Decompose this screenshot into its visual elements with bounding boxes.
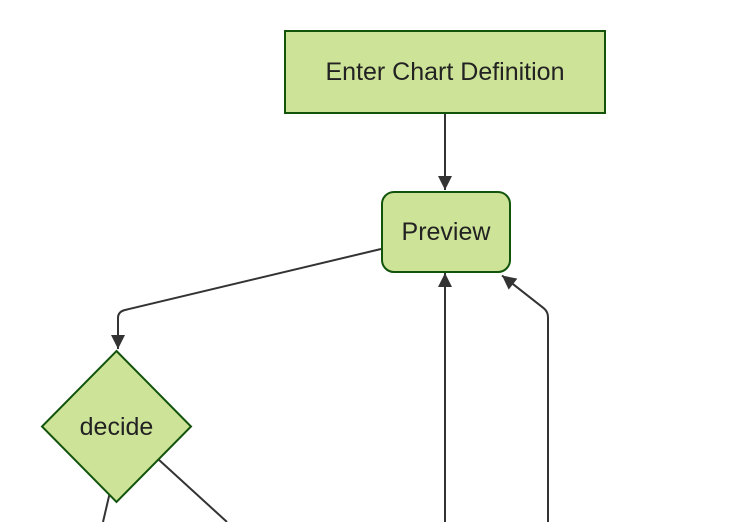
node-preview-shape bbox=[381, 191, 511, 273]
edge-decide-down-right bbox=[157, 458, 228, 522]
edge-upward-to-preview-corner bbox=[501, 274, 549, 522]
node-enter-chart-definition-shape bbox=[284, 30, 606, 114]
edge-preview-to-decide bbox=[111, 248, 382, 349]
node-decide-shape bbox=[40, 349, 193, 504]
edge-decide-down-left bbox=[102, 491, 111, 522]
